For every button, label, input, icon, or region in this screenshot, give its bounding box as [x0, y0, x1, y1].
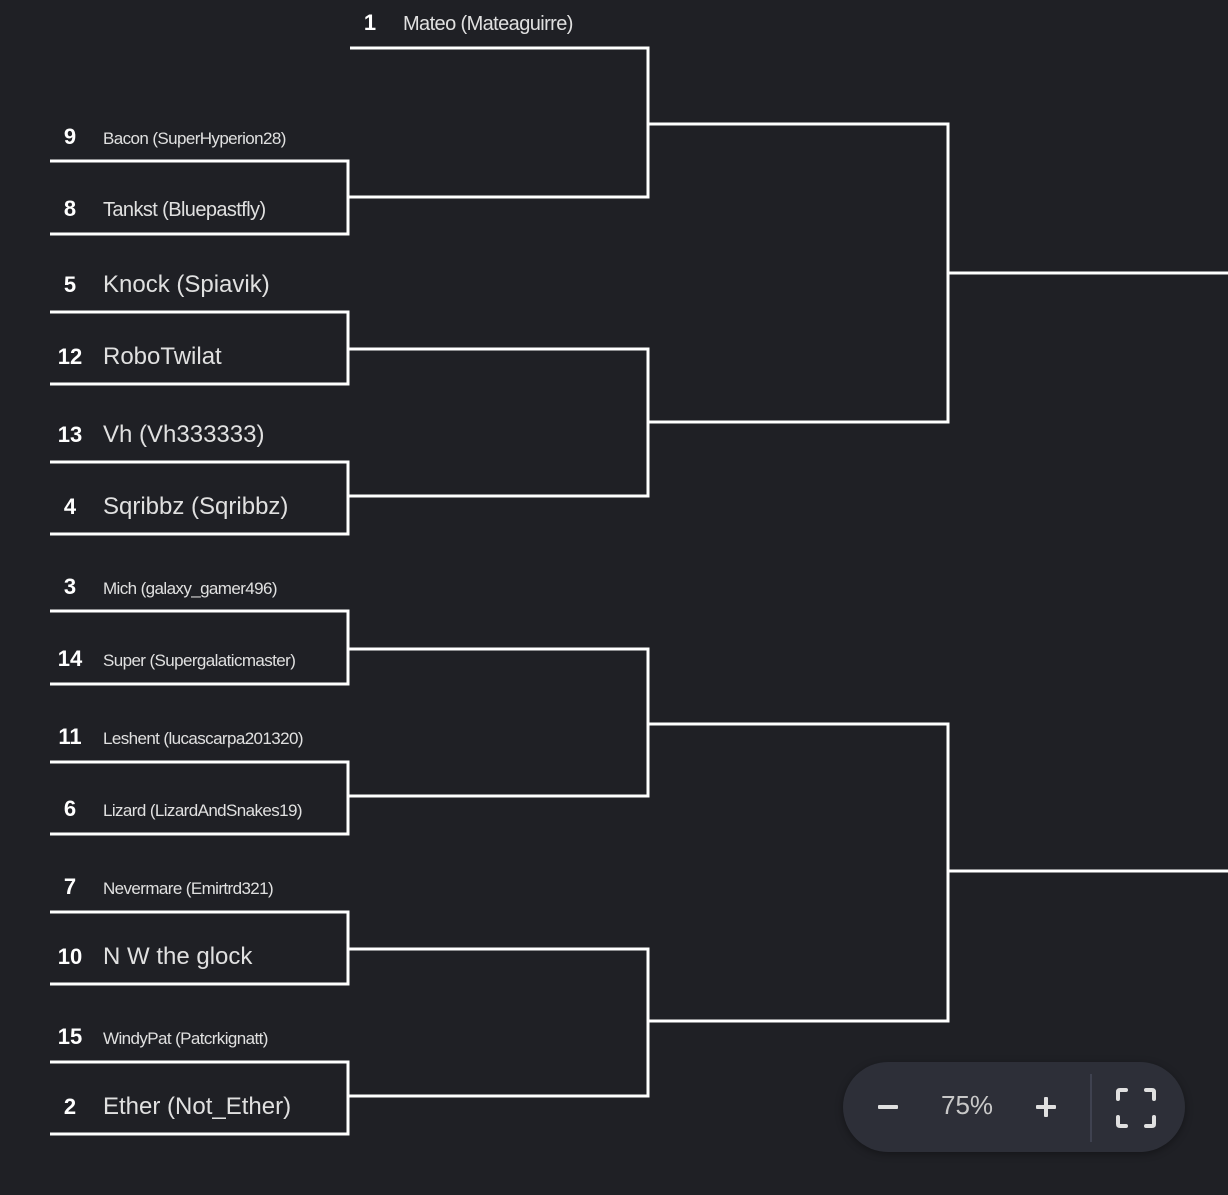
bracket-slot[interactable]: 14 Super (Supergalaticmaster)	[50, 646, 296, 672]
fullscreen-icon	[1116, 1088, 1156, 1128]
seed-number: 9	[63, 124, 77, 149]
plus-icon	[1036, 1097, 1056, 1117]
player-name: RoboTwilat	[103, 343, 222, 370]
player-name: N W the glock	[103, 943, 253, 970]
player-name: Leshent (lucascarpa201320)	[103, 729, 303, 748]
bracket-slot[interactable]: 2 Ether (Not_Ether)	[50, 1093, 291, 1121]
zoom-out-button[interactable]	[877, 1086, 899, 1134]
match-line	[50, 1060, 350, 1136]
bracket-slot[interactable]: 4 Sqribbz (Sqribbz)	[50, 493, 289, 521]
player-name: Mich (galaxy_gamer496)	[103, 579, 277, 598]
bracket-slot[interactable]: 15 WindyPat (Patcrkignatt)	[50, 1024, 269, 1050]
seed-number: 1	[363, 10, 377, 35]
seed-number: 6	[63, 796, 77, 821]
zoom-level: 75%	[941, 1090, 994, 1120]
seed-number: 13	[57, 422, 83, 447]
bracket-slot[interactable]: 12 RoboTwilat	[50, 343, 222, 371]
seed-number: 14	[57, 646, 83, 671]
zoom-in-button[interactable]	[1035, 1086, 1057, 1134]
bracket-slot[interactable]: 9 Bacon (SuperHyperion28)	[50, 124, 286, 150]
seed-number: 8	[63, 196, 77, 221]
bracket-slot[interactable]: 8 Tankst (Bluepastfly)	[50, 196, 266, 222]
match-line	[50, 760, 350, 836]
player-name: Nevermare (Emirtrd321)	[103, 879, 274, 898]
seed-number: 11	[58, 724, 82, 749]
player-name: WindyPat (Patcrkignatt)	[103, 1029, 268, 1048]
fullscreen-button[interactable]	[1115, 1087, 1157, 1137]
seed-number: 12	[57, 344, 83, 369]
bracket-slot[interactable]: 6 Lizard (LizardAndSnakes19)	[50, 796, 303, 822]
match-line	[348, 347, 650, 498]
player-name: Mateo (Mateaguirre)	[403, 13, 573, 35]
player-name: Super (Supergalaticmaster)	[103, 651, 296, 670]
seed-number: 3	[63, 574, 77, 599]
seed-number: 7	[63, 874, 77, 899]
match-line	[648, 722, 950, 1023]
bracket-slot[interactable]: 3 Mich (galaxy_gamer496)	[50, 574, 278, 600]
zoom-control: 75%	[843, 1062, 1185, 1152]
match-line	[648, 122, 950, 424]
match-line	[348, 46, 650, 199]
minus-icon	[878, 1105, 898, 1109]
seed-number: 5	[63, 272, 77, 297]
seed-number: 2	[63, 1094, 77, 1119]
player-name: Vh (Vh333333)	[103, 421, 265, 448]
bracket-slot[interactable]: 7 Nevermare (Emirtrd321)	[50, 874, 274, 900]
player-name: Tankst (Bluepastfly)	[103, 199, 266, 221]
match-line	[50, 460, 350, 536]
seed-number: 10	[57, 944, 83, 969]
bracket-slot[interactable]: 5 Knock (Spiavik)	[50, 271, 270, 299]
divider	[1090, 1074, 1092, 1142]
match-line	[348, 647, 650, 798]
player-name: Knock (Spiavik)	[103, 271, 270, 298]
player-name: Sqribbz (Sqribbz)	[103, 493, 289, 520]
bracket-slot[interactable]: 13 Vh (Vh333333)	[50, 421, 265, 449]
player-name: Ether (Not_Ether)	[103, 1093, 292, 1120]
seed-number: 4	[63, 494, 77, 519]
player-name: Bacon (SuperHyperion28)	[103, 129, 286, 148]
player-name: Lizard (LizardAndSnakes19)	[103, 801, 303, 820]
bracket-slot[interactable]: 11 Leshent (lucascarpa201320)	[50, 724, 303, 750]
bracket-slot[interactable]: 1 Mateo (Mateaguirre)	[350, 10, 574, 36]
match-line	[348, 947, 650, 1098]
seed-number: 15	[57, 1024, 83, 1049]
bracket-slot[interactable]: 10 N W the glock	[50, 943, 253, 971]
